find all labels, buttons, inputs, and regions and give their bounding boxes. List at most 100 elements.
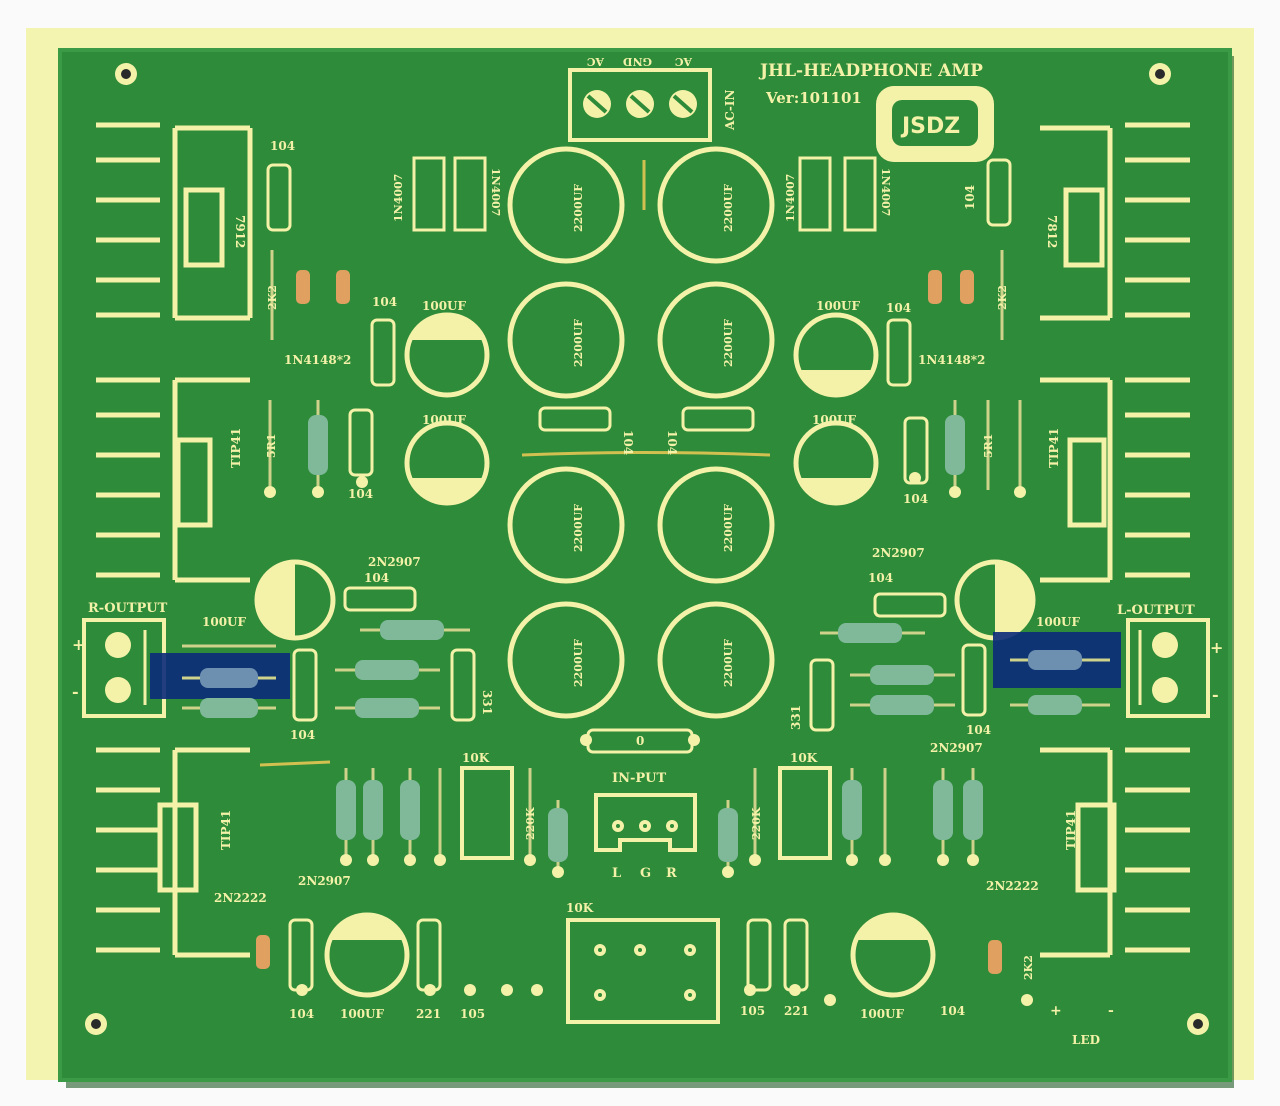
label-2200uf-6: 2200UF <box>722 504 735 552</box>
label-2200uf-2: 2200UF <box>722 184 735 232</box>
label-plus-l: + <box>1210 638 1223 657</box>
label-ac-right: AC <box>674 55 693 68</box>
label-r0: 0 <box>636 734 644 748</box>
label-104-13: 104 <box>289 1007 314 1021</box>
label-220k-1: 220K <box>524 807 537 840</box>
heatsink-outline-left-mid <box>96 377 250 583</box>
label-104-14: 104 <box>940 1004 965 1018</box>
label-100uf-3: 100UF <box>816 299 861 313</box>
label-104-11: 104 <box>966 723 991 737</box>
heatsink-outline-left-top <box>96 122 253 321</box>
label-2200uf-5: 2200UF <box>572 504 585 552</box>
label-1n4007-4: 1N4007 <box>879 168 892 216</box>
label-331-1: 331 <box>480 690 494 715</box>
label-1n4007-2: 1N4007 <box>489 168 502 216</box>
label-331-2: 331 <box>789 705 803 730</box>
label-1n4148-2: 1N4148*2 <box>918 353 985 367</box>
label-2n2907-4: 2N2907 <box>930 741 983 755</box>
label-1n4007-3: 1N4007 <box>784 174 797 222</box>
label-7912: 7912 <box>233 215 247 248</box>
label-7812: 7812 <box>1045 215 1059 248</box>
heatsink-outline-right-bot <box>1040 747 1190 958</box>
pcb-board <box>60 50 1230 1080</box>
label-100uf-8: 100UF <box>860 1007 905 1021</box>
label-104-8: 104 <box>886 301 911 315</box>
label-l: L <box>612 866 621 881</box>
label-2200uf-4: 2200UF <box>722 319 735 367</box>
label-2k2-1: 2K2 <box>266 285 279 310</box>
label-104-12: 104 <box>963 185 977 210</box>
label-104-3: 104 <box>348 487 373 501</box>
label-2n2907-1: 2N2907 <box>368 555 421 569</box>
label-l-output: L-OUTPUT <box>1117 603 1195 618</box>
mounting-holes <box>85 63 1209 1035</box>
label-plus-led: + <box>1050 1003 1062 1019</box>
label-2200uf-1: 2200UF <box>572 184 585 232</box>
jumper-wires <box>259 160 771 767</box>
label-tip41-r2: TIP41 <box>1064 810 1078 850</box>
label-104-9: 104 <box>903 492 928 506</box>
label-ac-left: AC <box>586 55 605 68</box>
board-version: Ver:101101 <box>765 89 862 107</box>
label-221-1: 221 <box>416 1007 441 1021</box>
label-tip41-l1: TIP41 <box>229 428 243 468</box>
capacitors-100uf <box>254 312 1036 998</box>
label-100uf-2: 100UF <box>422 413 467 427</box>
label-104-1: 104 <box>270 139 295 153</box>
label-tip41-l2: TIP41 <box>219 810 233 850</box>
label-in-put: IN-PUT <box>612 771 666 786</box>
label-plus-r: + <box>72 635 85 654</box>
label-2n2907-3: 2N2907 <box>298 874 351 888</box>
label-gnd: GND <box>623 55 652 68</box>
label-100uf-7: 100UF <box>340 1007 385 1021</box>
label-minus-r: - <box>72 682 79 701</box>
label-221-2: 221 <box>784 1004 809 1018</box>
label-5r1-2: 5R1 <box>982 434 995 458</box>
label-2n2907-2: 2N2907 <box>872 546 925 560</box>
capacitors-2200uf <box>507 146 775 719</box>
board-title: JHL-HEADPHONE AMP <box>758 61 983 81</box>
pads <box>264 472 1033 1006</box>
label-104-7: 104 <box>290 728 315 742</box>
label-100uf-1: 100UF <box>422 299 467 313</box>
logo-text: JSDZ <box>900 114 960 139</box>
label-2200uf-7: 2200UF <box>572 639 585 687</box>
input-connector <box>594 793 697 852</box>
label-2k2-2: 2K2 <box>996 285 1009 310</box>
label-104-5: 104 <box>665 430 679 455</box>
label-1n4148-1: 1N4148*2 <box>284 353 351 367</box>
label-led: LED <box>1072 1033 1100 1047</box>
label-104-4: 104 <box>621 430 635 455</box>
label-104-6: 104 <box>364 571 389 585</box>
label-2n2222-1: 2N2222 <box>214 891 267 905</box>
label-minus-led: - <box>1108 1003 1114 1019</box>
label-2n2222-2: 2N2222 <box>986 879 1039 893</box>
label-104-10: 104 <box>868 571 893 585</box>
resistors <box>182 250 1110 974</box>
label-100uf-4: 100UF <box>812 413 857 427</box>
label-105-1: 105 <box>460 1007 485 1021</box>
label-100uf-6: 100UF <box>1036 615 1081 629</box>
label-ac-in: AC-IN <box>723 90 737 131</box>
label-104-2: 104 <box>372 295 397 309</box>
heatsink-outline-right-mid <box>1040 377 1190 583</box>
cap-footprints <box>266 156 1012 992</box>
label-100uf-5: 100UF <box>202 615 247 629</box>
silkscreen-text: JHL-HEADPHONE AMP Ver:101101 JSDZ AC GND… <box>72 55 1223 1047</box>
label-10k-1: 10K <box>462 751 490 765</box>
ac-in-terminal <box>568 68 712 142</box>
jsdz-logo <box>876 86 994 162</box>
heatsink-outline-right-top <box>1040 122 1190 321</box>
heatsink-outline-left-bot <box>96 747 250 958</box>
label-2k2-3: 2K2 <box>1022 955 1035 980</box>
label-2200uf-3: 2200UF <box>572 319 585 367</box>
label-10k-2: 10K <box>790 751 818 765</box>
label-r: R <box>666 866 677 881</box>
label-1n4007-1: 1N4007 <box>392 174 405 222</box>
l-output-terminal <box>1126 618 1210 718</box>
label-tip41-r1: TIP41 <box>1047 428 1061 468</box>
label-10k-3: 10K <box>566 901 594 915</box>
label-220k-2: 220K <box>750 807 763 840</box>
label-5r1-1: 5R1 <box>265 434 278 458</box>
